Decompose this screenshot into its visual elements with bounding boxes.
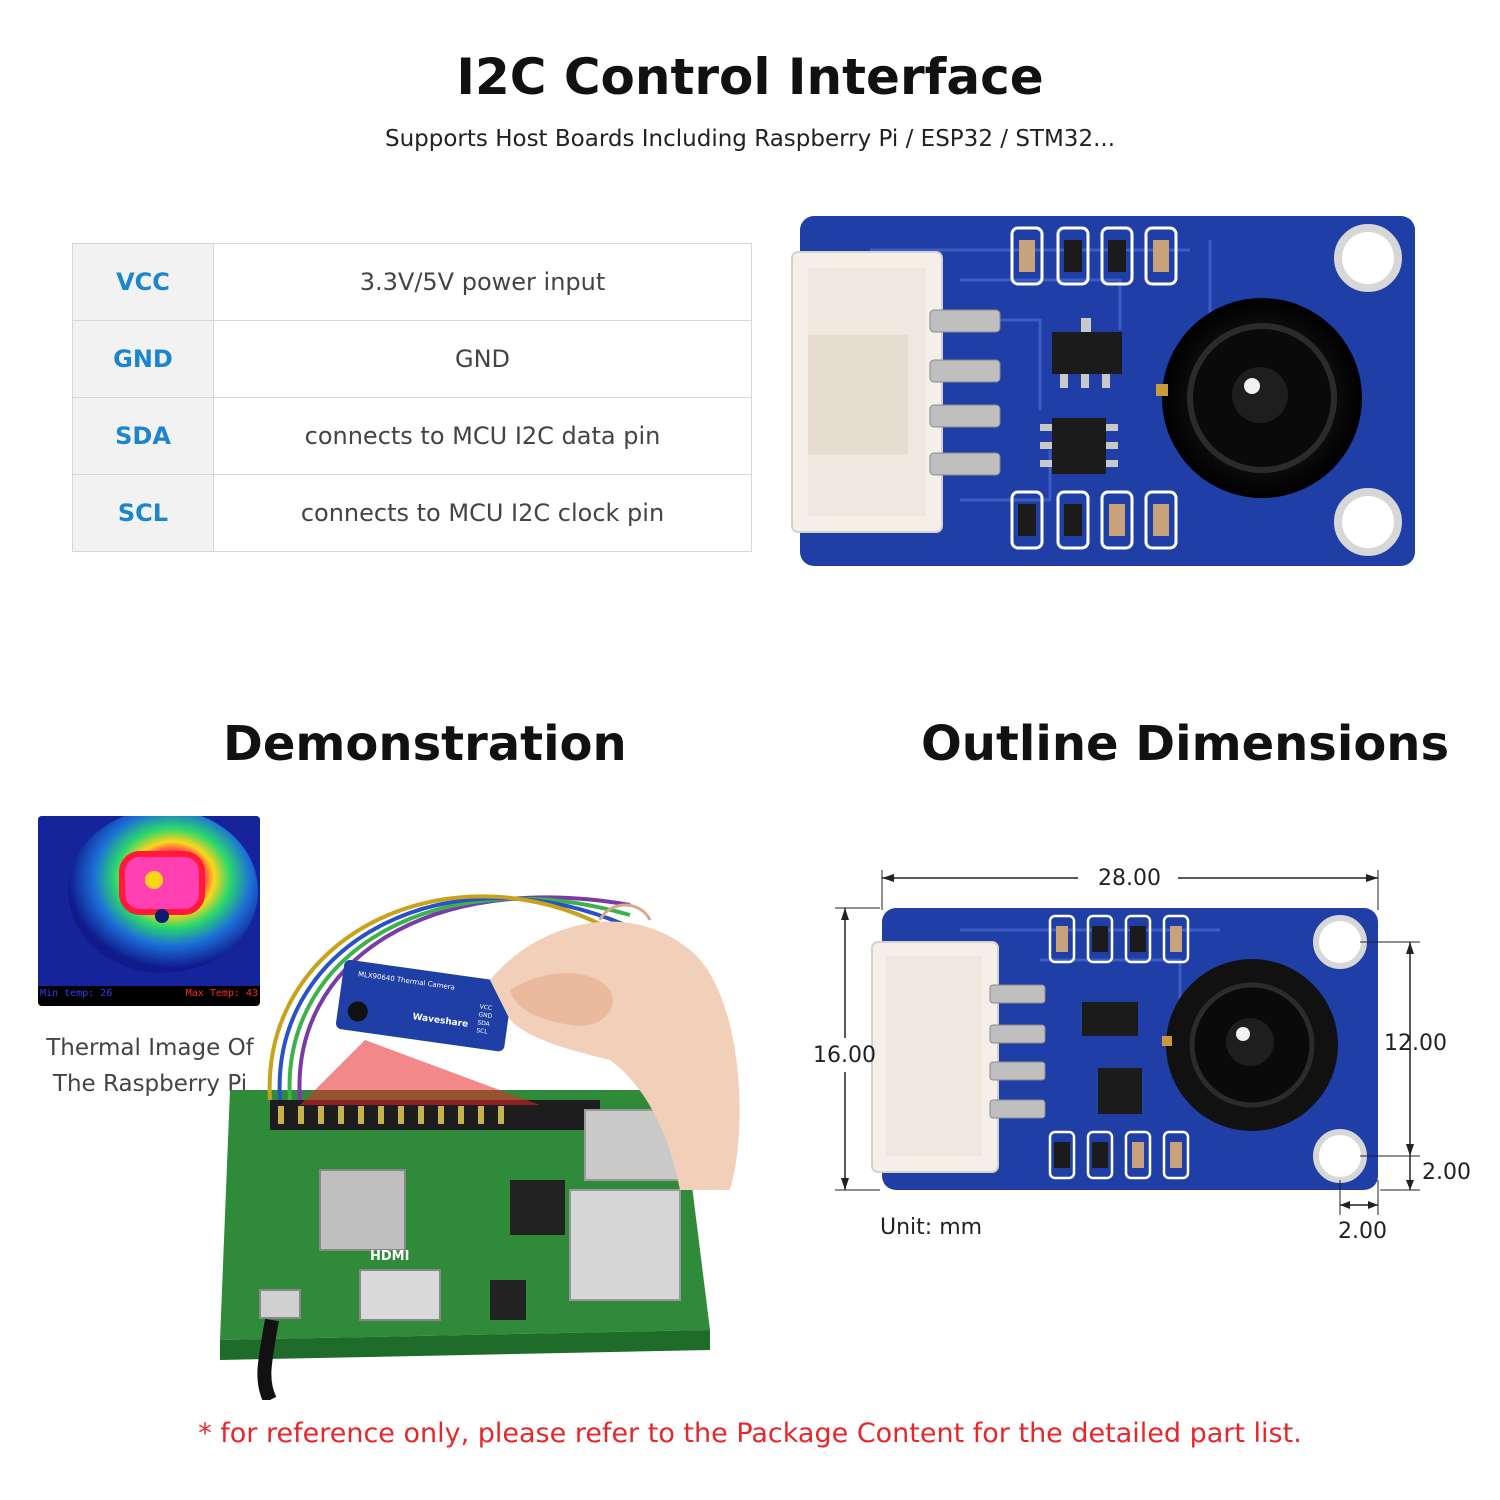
thermal-caption-line1: Thermal Image Of [46, 1035, 254, 1061]
module-pin-vcc: VCC [479, 1003, 492, 1012]
pin-name: SDA [72, 397, 214, 475]
pin-table: VCC 3.3V/5V power input GND GND SDA conn… [72, 243, 752, 552]
outline-dimensions-drawing [810, 864, 1420, 1215]
dimension-height-label: 16.00 [813, 1043, 876, 1068]
sensor-module-photo [791, 216, 1415, 566]
demonstration-photo: HDMI MLX90640 Thermal Camera Waveshare V… [220, 894, 740, 1400]
pin-row-vcc: VCC 3.3V/5V power input [72, 243, 752, 321]
board-hdmi-label: HDMI [370, 1249, 409, 1264]
pin-description: 3.3V/5V power input [213, 243, 752, 321]
dimension-width-label: 28.00 [1098, 866, 1161, 891]
pin-row-gnd: GND GND [72, 320, 752, 398]
unit-label: Unit: mm [880, 1215, 983, 1240]
pin-description: connects to MCU I2C data pin [213, 397, 752, 475]
thermal-max-label: Max Temp: 43 [185, 988, 258, 999]
pin-row-sda: SDA connects to MCU I2C data pin [72, 397, 752, 475]
pin-row-scl: SCL connects to MCU I2C clock pin [72, 474, 752, 552]
pin-description: connects to MCU I2C clock pin [213, 474, 752, 552]
reference-footnote: * for reference only, please refer to th… [198, 1418, 1302, 1449]
dimension-hole-offset-x-label: 2.00 [1338, 1219, 1387, 1244]
demonstration-title: Demonstration [223, 716, 627, 772]
module-pin-gnd: GND [478, 1011, 493, 1020]
dimension-hole-spacing-label: 12.00 [1384, 1031, 1447, 1056]
dimension-hole-offset-y-label: 2.00 [1422, 1160, 1471, 1185]
module-pin-scl: SCL [476, 1027, 489, 1036]
module-pin-sda: SDA [477, 1019, 491, 1028]
thermal-heatmap [38, 816, 260, 1006]
dimensions-title: Outline Dimensions [921, 716, 1450, 772]
pin-name: SCL [72, 474, 214, 552]
mounting-hole-bottom [1313, 1129, 1367, 1183]
page-title: I2C Control Interface [456, 48, 1044, 106]
pin-name: GND [72, 320, 214, 398]
thermal-image: Min temp: 26 Max Temp: 43 [38, 816, 260, 1006]
page-subtitle: Supports Host Boards Including Raspberry… [384, 126, 1116, 152]
thermal-caption: Thermal Image Of The Raspberry Pi [30, 1030, 270, 1102]
thermal-min-label: Min temp: 26 [40, 988, 113, 999]
thermal-caption-line2: The Raspberry Pi [52, 1071, 248, 1097]
mounting-hole-top [1313, 915, 1367, 969]
pin-name: VCC [72, 243, 214, 321]
pin-description: GND [213, 320, 752, 398]
